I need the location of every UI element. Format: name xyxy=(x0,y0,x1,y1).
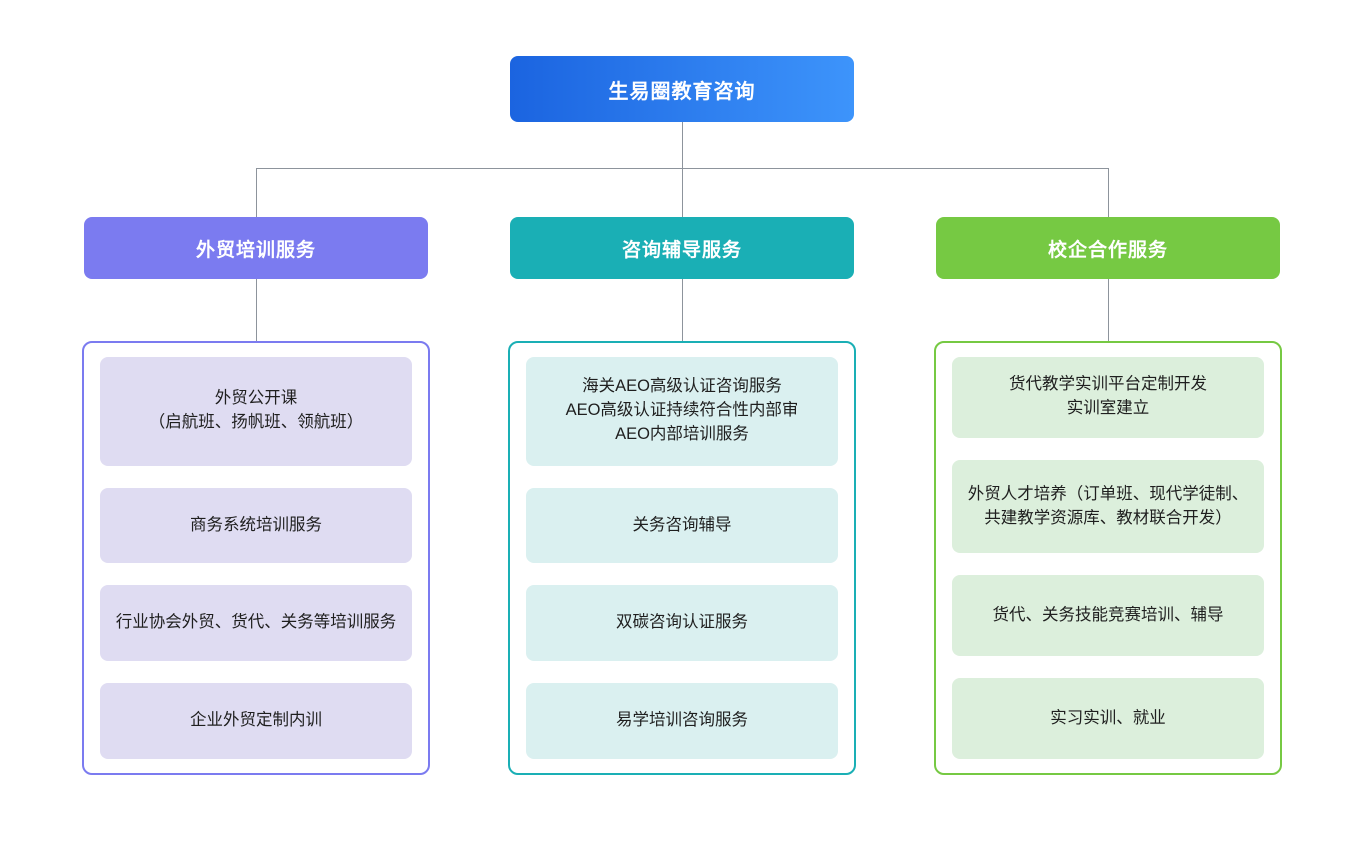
leaf-item[interactable]: 货代教学实训平台定制开发 实训室建立 xyxy=(952,357,1264,438)
branch-header-training[interactable]: 外贸培训服务 xyxy=(84,217,428,279)
leaf-item[interactable]: 行业协会外贸、货代、关务等培训服务 xyxy=(100,585,412,662)
branch-panel-consulting: 海关AEO高级认证咨询服务 AEO高级认证持续符合性内部审 AEO内部培训服务 … xyxy=(508,341,856,775)
leaf-item[interactable]: 外贸人才培养（订单班、现代学徒制、共建教学资源库、教材联合开发） xyxy=(952,459,1264,554)
root-node[interactable]: 生易圈教育咨询 xyxy=(510,56,854,122)
connector-header-to-panel-1 xyxy=(256,279,257,341)
leaf-item[interactable]: 商务系统培训服务 xyxy=(100,487,412,564)
branch-header-school-enterprise[interactable]: 校企合作服务 xyxy=(936,217,1280,279)
leaf-item[interactable]: 实习实训、就业 xyxy=(952,678,1264,760)
branch-header-label: 咨询辅导服务 xyxy=(621,239,742,261)
connector-header-to-panel-2 xyxy=(682,279,683,341)
connector-header-to-panel-3 xyxy=(1108,279,1109,341)
leaf-item[interactable]: 货代、关务技能竞赛培训、辅导 xyxy=(952,575,1264,657)
branch-header-label: 校企合作服务 xyxy=(1047,239,1168,261)
leaf-item[interactable]: 企业外贸定制内训 xyxy=(100,683,412,759)
branch-header-label: 外贸培训服务 xyxy=(195,239,316,261)
leaf-item[interactable]: 外贸公开课 （启航班、扬帆班、领航班） xyxy=(100,357,412,466)
leaf-item[interactable]: 双碳咨询认证服务 xyxy=(526,585,838,662)
root-node-label: 生易圈教育咨询 xyxy=(608,80,756,103)
leaf-item[interactable]: 关务咨询辅导 xyxy=(526,487,838,564)
branch-header-consulting[interactable]: 咨询辅导服务 xyxy=(510,217,854,279)
branch-panel-school-enterprise: 货代教学实训平台定制开发 实训室建立 外贸人才培养（订单班、现代学徒制、共建教学… xyxy=(934,341,1282,775)
branch-panel-training: 外贸公开课 （启航班、扬帆班、领航班） 商务系统培训服务 行业协会外贸、货代、关… xyxy=(82,341,430,775)
connector-drop-branch-1 xyxy=(256,168,257,217)
leaf-item[interactable]: 海关AEO高级认证咨询服务 AEO高级认证持续符合性内部审 AEO内部培训服务 xyxy=(526,357,838,466)
connector-root-stem xyxy=(682,122,683,168)
leaf-item[interactable]: 易学培训咨询服务 xyxy=(526,683,838,759)
connector-drop-branch-2 xyxy=(682,168,683,217)
connector-drop-branch-3 xyxy=(1108,168,1109,217)
